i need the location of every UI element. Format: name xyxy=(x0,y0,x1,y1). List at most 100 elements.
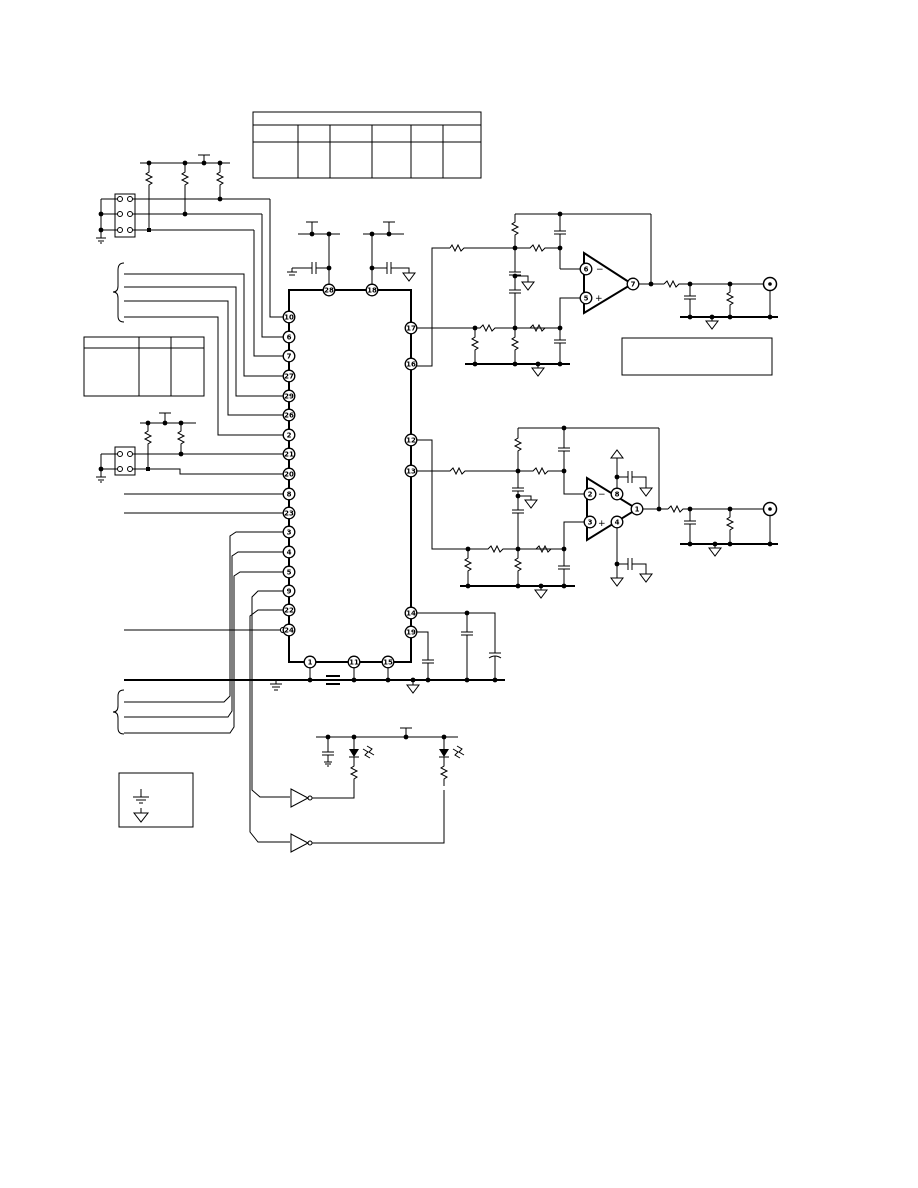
opamp2-pin-3: 3 xyxy=(583,515,597,529)
svg-text:22: 22 xyxy=(284,607,294,615)
inverter-2 xyxy=(290,790,445,853)
ic-top-pin-28: 28 xyxy=(322,283,336,297)
inverter-1 xyxy=(290,780,355,808)
note-box xyxy=(621,337,773,376)
svg-text:6: 6 xyxy=(584,266,589,274)
ic-left-pin-6: 6 xyxy=(282,330,296,344)
ic-left-pin-26: 26 xyxy=(282,408,296,422)
ic-bottom-pin-1: 1 xyxy=(303,655,317,669)
ic-right-pin-16: 16 xyxy=(404,357,418,371)
input-bus-1 xyxy=(112,262,289,436)
svg-text:26: 26 xyxy=(284,412,294,420)
opamp1-pin-5: 5 xyxy=(579,291,593,305)
ic-top-pin-18: 18 xyxy=(365,283,379,297)
svg-text:17: 17 xyxy=(406,325,416,333)
ground-icon xyxy=(133,789,149,804)
svg-text:14: 14 xyxy=(406,610,416,618)
svg-text:3: 3 xyxy=(287,529,292,537)
ic-right-pin-14: 14 xyxy=(404,606,418,620)
ic-left-pin-4: 4 xyxy=(282,545,296,559)
dip-switch-network-2 xyxy=(96,412,289,483)
ic-bottom-pin-15: 15 xyxy=(381,655,395,669)
svg-text:2: 2 xyxy=(588,491,593,499)
ic-bottom-pin-11: 11 xyxy=(347,655,361,669)
opamp-2 xyxy=(586,476,639,542)
ic-left-pin-7: 7 xyxy=(282,349,296,363)
svg-text:9: 9 xyxy=(287,588,292,596)
svg-text:15: 15 xyxy=(383,659,393,667)
svg-text:1: 1 xyxy=(635,506,640,514)
svg-text:8: 8 xyxy=(615,491,620,499)
opamp-1 xyxy=(583,251,634,315)
svg-text:24: 24 xyxy=(284,627,294,635)
led-section xyxy=(316,727,465,786)
ic-right-pin-19: 19 xyxy=(404,625,418,639)
opamp2-plus-sign: + xyxy=(598,519,606,529)
svg-text:20: 20 xyxy=(284,471,294,479)
ic-left-pin-2: 2 xyxy=(282,428,296,442)
ic-left-pin-24: 24 xyxy=(282,623,296,637)
svg-text:2: 2 xyxy=(287,432,292,440)
svg-text:23: 23 xyxy=(284,510,294,518)
ic-left-pin-22: 22 xyxy=(282,603,296,617)
led-1 xyxy=(349,737,375,786)
svg-text:7: 7 xyxy=(631,281,636,289)
opamp2-pin-1: 1 xyxy=(630,502,644,516)
opamp2-pin-2: 2 xyxy=(583,487,597,501)
ic-right-pin-17: 17 xyxy=(404,321,418,335)
svg-text:11: 11 xyxy=(349,659,359,667)
inverter-drive-lines xyxy=(249,590,290,843)
ic-left-pin-21: 21 xyxy=(282,447,296,461)
svg-text:7: 7 xyxy=(287,353,292,361)
svg-text:12: 12 xyxy=(406,437,416,445)
opamp2-minus-sign: − xyxy=(598,490,606,500)
svg-text:3: 3 xyxy=(588,519,593,527)
ic-left-pin-3: 3 xyxy=(282,525,296,539)
analog-ground-icon xyxy=(132,808,150,823)
opamp1-plus-sign: + xyxy=(595,294,603,304)
filter-channel-1 xyxy=(411,211,778,377)
svg-text:6: 6 xyxy=(287,334,292,342)
ic-left-pin-8: 8 xyxy=(282,487,296,501)
svg-text:4: 4 xyxy=(615,519,620,527)
opamp2-pin-8: 8 xyxy=(610,487,624,501)
svg-text:18: 18 xyxy=(367,287,377,295)
ic-left-pin-9: 9 xyxy=(282,584,296,598)
svg-text:1: 1 xyxy=(308,659,313,667)
top-table xyxy=(252,111,482,179)
main-ic xyxy=(288,289,412,663)
left-table xyxy=(83,336,205,397)
opamp1-pin-6: 6 xyxy=(579,262,593,276)
svg-text:4: 4 xyxy=(287,549,292,557)
ic-left-pin-23: 23 xyxy=(282,506,296,520)
ic-right-pin-12: 12 xyxy=(404,433,418,447)
ic-left-pin-27: 27 xyxy=(282,369,296,383)
ic-left-pin-29: 29 xyxy=(282,389,296,403)
legend-box xyxy=(118,772,194,828)
ic-right-pin-13: 13 xyxy=(404,464,418,478)
top-supply-caps xyxy=(287,221,416,290)
led-2 xyxy=(439,737,465,786)
filter-channel-2 xyxy=(411,425,778,599)
ic-left-pin-10: 10 xyxy=(282,310,296,324)
dip-switch-network-1 xyxy=(96,154,289,357)
ic-left-pin-5: 5 xyxy=(282,565,296,579)
svg-text:13: 13 xyxy=(406,468,416,476)
svg-text:8: 8 xyxy=(287,491,292,499)
svg-text:5: 5 xyxy=(584,295,589,303)
ic-left-pin-20: 20 xyxy=(282,467,296,481)
ground-rail xyxy=(124,662,505,694)
opamp1-minus-sign: − xyxy=(596,265,604,275)
svg-text:21: 21 xyxy=(284,451,294,459)
svg-text:16: 16 xyxy=(406,361,416,369)
input-bus-2 xyxy=(112,531,289,735)
svg-text:28: 28 xyxy=(324,287,334,295)
svg-text:5: 5 xyxy=(287,569,292,577)
opamp1-pin-7: 7 xyxy=(626,277,640,291)
svg-text:29: 29 xyxy=(284,393,294,401)
svg-text:10: 10 xyxy=(284,314,294,322)
svg-text:19: 19 xyxy=(406,629,416,637)
opamp2-pin-4: 4 xyxy=(610,515,624,529)
